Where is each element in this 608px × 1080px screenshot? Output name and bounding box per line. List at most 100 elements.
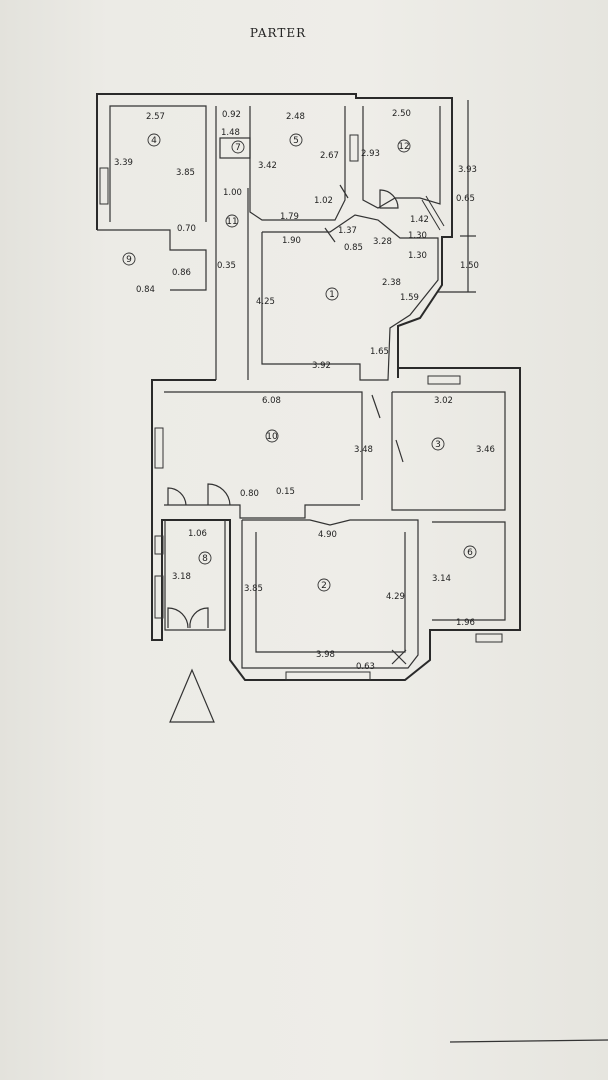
dim-label: 1.37 <box>338 226 357 236</box>
room-circle <box>198 551 212 565</box>
windows <box>99 134 503 681</box>
dim-label: 3.85 <box>244 584 263 594</box>
room-1: 1 <box>329 290 335 300</box>
dim-label: 0.65 <box>456 194 475 204</box>
wall-room1 <box>261 214 439 381</box>
dim-label: 2.48 <box>286 112 305 122</box>
dim-label: 0.15 <box>276 487 295 497</box>
dim-label: 1.06 <box>188 529 207 539</box>
door-swing <box>379 189 399 209</box>
dim-label: 1.42 <box>410 215 429 225</box>
window <box>425 195 445 227</box>
dim-label: 1.48 <box>221 128 240 138</box>
dim-label: 1.96 <box>456 618 475 628</box>
door-leaf <box>395 439 404 463</box>
dim-label: 1.50 <box>460 261 479 271</box>
door-leaf <box>391 649 407 665</box>
room-circle <box>431 437 445 451</box>
dim-label: 4.25 <box>256 297 275 307</box>
wall-room2-inner <box>255 532 406 653</box>
window <box>349 134 359 162</box>
wall-room5 <box>249 106 346 221</box>
dim-label: 0.84 <box>136 285 155 295</box>
room-4: 4 <box>151 136 157 146</box>
dim-label: 3.18 <box>172 572 191 582</box>
wall-room10-bottom <box>164 504 360 519</box>
window <box>285 671 371 681</box>
room-circle <box>317 578 331 592</box>
dim-label: 2.50 <box>392 109 411 119</box>
door-swing <box>189 607 209 629</box>
window <box>475 633 503 643</box>
room-circle <box>289 133 303 147</box>
dim-label: 1.02 <box>314 196 333 206</box>
dim-label: 0.85 <box>344 243 363 253</box>
dim-label: 0.35 <box>217 261 236 271</box>
door-leaf <box>324 227 336 243</box>
dim-label: 1.79 <box>280 212 299 222</box>
room-5: 5 <box>293 136 299 146</box>
dim-label: 2.57 <box>146 112 165 122</box>
room-circle <box>265 429 279 443</box>
inner-wall-mid <box>164 391 363 500</box>
room-10: 10 <box>266 432 278 442</box>
dim-label: 1.00 <box>223 188 242 198</box>
dim-label: 3.28 <box>373 237 392 247</box>
north-arrow-icon <box>169 668 215 723</box>
dim-label: 0.63 <box>356 662 375 672</box>
dim-label: 2.93 <box>361 149 380 159</box>
dim-label: 1.30 <box>408 251 427 261</box>
wall-room2 <box>241 519 419 669</box>
room-11: 11 <box>226 217 237 227</box>
dim-label: 3.14 <box>432 574 451 584</box>
window <box>154 427 164 469</box>
dimensions: 2.57 0.92 1.48 2.48 2.50 3.39 3.85 3.42 … <box>114 109 495 672</box>
window <box>99 167 109 205</box>
window <box>154 575 164 619</box>
walls <box>96 93 521 681</box>
outer-wall-mid <box>151 367 521 681</box>
room-circle <box>122 252 136 266</box>
door-leaf <box>339 184 349 199</box>
outer-wall-top <box>96 93 453 378</box>
dim-label: 3.39 <box>114 158 133 168</box>
room-8: 8 <box>202 554 208 564</box>
wall-room3 <box>391 391 506 511</box>
dim-label: 2.67 <box>320 151 339 161</box>
dim-label: 6.08 <box>262 396 281 406</box>
doors <box>167 184 407 665</box>
window <box>421 199 441 231</box>
dim-label: 1.59 <box>400 293 419 303</box>
room-labels: 4 5 12 7 11 9 1 10 3 8 6 2 <box>122 133 477 592</box>
room-3: 3 <box>435 440 441 450</box>
door-leaf <box>371 394 381 419</box>
dim-label: 4.90 <box>318 530 337 540</box>
dim-label: 1.30 <box>408 231 427 241</box>
room-circle <box>225 214 239 228</box>
dimension-lines <box>438 100 476 293</box>
dim-label: 3.46 <box>476 445 495 455</box>
plan-title: PARTER <box>249 26 307 40</box>
dim-label: 0.86 <box>172 268 191 278</box>
room-6: 6 <box>467 548 473 558</box>
dim-label: 3.85 <box>176 168 195 178</box>
dim-label: 1.90 <box>282 236 301 246</box>
dim-label: 3.42 <box>258 161 277 171</box>
wall-room6 <box>432 521 506 621</box>
door-swing <box>167 487 187 506</box>
dim-label: 0.70 <box>177 224 196 234</box>
room-2: 2 <box>321 581 327 591</box>
door-swing <box>167 607 189 629</box>
dim-label: 0.92 <box>222 110 241 120</box>
dim-label: 2.38 <box>382 278 401 288</box>
dim-label: 1.65 <box>370 347 389 357</box>
wall-room9 <box>97 229 207 291</box>
dim-label: 3.48 <box>354 445 373 455</box>
room-circle <box>231 140 245 154</box>
room-9: 9 <box>126 255 132 265</box>
room-circle <box>325 287 339 301</box>
wall-room8 <box>164 520 226 631</box>
inner-wall-top <box>109 105 207 222</box>
